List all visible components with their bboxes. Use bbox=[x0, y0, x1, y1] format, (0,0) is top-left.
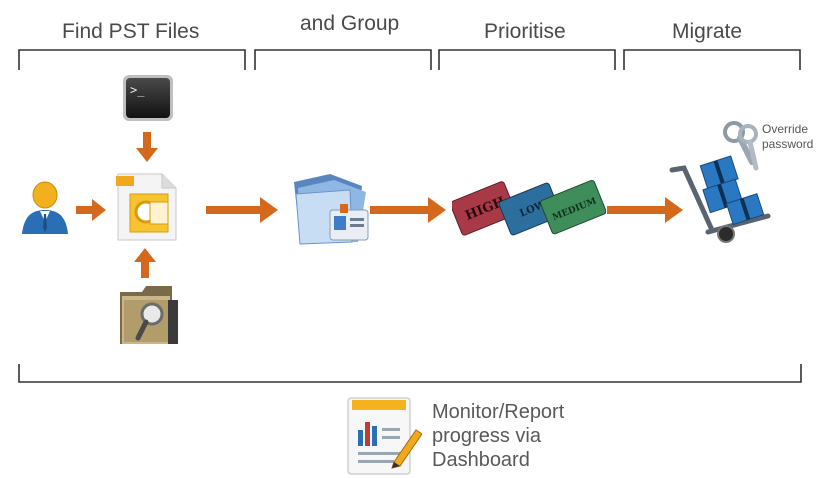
folder-search-icon bbox=[118, 282, 180, 348]
stage-bracket-migrate bbox=[623, 49, 801, 70]
override-password-note: Override password bbox=[762, 122, 813, 152]
dashboard-note-line2: progress via bbox=[432, 425, 541, 447]
svg-text:>_: >_ bbox=[130, 83, 145, 97]
group-folder-contact-icon bbox=[290, 170, 372, 248]
stage-bracket-group bbox=[254, 49, 432, 70]
override-password-line1: Override bbox=[762, 122, 809, 136]
stage-label-prioritise: Prioritise bbox=[484, 20, 566, 43]
dashboard-note-line3: Dashboard bbox=[432, 449, 530, 471]
stage-bracket-prioritise bbox=[438, 49, 616, 70]
arrow-right-icon bbox=[76, 199, 106, 221]
keys-icon bbox=[722, 120, 764, 174]
dashboard-report-icon bbox=[344, 396, 422, 476]
stage-label-migrate: Migrate bbox=[672, 20, 743, 43]
stage-label-find-pst-files: Find PST Files bbox=[62, 20, 200, 43]
hand-truck-boxes-icon bbox=[668, 150, 774, 244]
stage-label-group: and Group bbox=[300, 12, 400, 35]
arrow-right-icon bbox=[206, 197, 278, 223]
dashboard-note-line1: Monitor/Report bbox=[432, 401, 565, 423]
arrow-down-icon bbox=[136, 132, 158, 162]
arrow-right-icon bbox=[607, 197, 683, 223]
priority-tags-icon: HIGH LOW MEDIUM bbox=[452, 166, 606, 242]
dashboard-note: Monitor/Report progress via Dashboard bbox=[432, 400, 564, 472]
overall-bracket bbox=[18, 364, 802, 383]
arrow-up-icon bbox=[134, 248, 156, 278]
terminal-icon: >_ bbox=[120, 72, 176, 124]
arrow-right-icon bbox=[370, 197, 446, 223]
outlook-pst-file-icon bbox=[112, 172, 180, 242]
override-password-line2: password bbox=[762, 137, 814, 151]
stage-bracket-find bbox=[18, 49, 246, 70]
user-icon bbox=[20, 178, 70, 236]
